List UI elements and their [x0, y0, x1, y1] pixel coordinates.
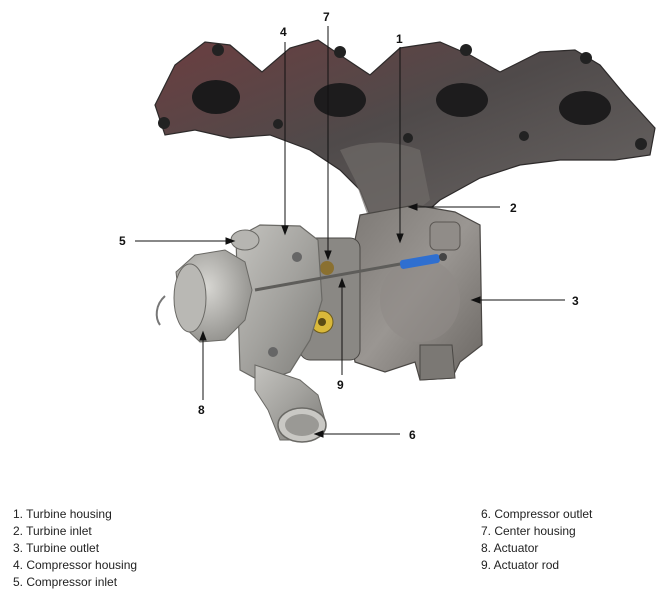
legend-item-compressor-inlet: 5. Compressor inlet: [13, 575, 118, 589]
legend-item-actuator-rod: 9. Actuator rod: [481, 558, 560, 572]
turbine-housing: [347, 204, 483, 381]
legend-item-compressor-housing: 4. Compressor housing: [13, 558, 138, 572]
callout-8: 8: [198, 403, 205, 417]
callout-labels: 1 2 3 4 5 6 7 8 9: [119, 10, 579, 442]
callout-9: 9: [337, 378, 344, 392]
callout-1: 1: [396, 32, 403, 46]
legend-item-turbine-outlet: 3. Turbine outlet: [13, 541, 100, 555]
compressor-outlet: [254, 364, 327, 443]
actuator: [155, 249, 253, 343]
legend-right-column: 6. Compressor outlet 7. Center housing 8…: [481, 506, 592, 574]
legend-left-column: 1. Turbine housing 2. Turbine inlet 3. T…: [13, 506, 137, 591]
legend-item-turbine-inlet: 2. Turbine inlet: [13, 524, 92, 538]
actuator-rod: [254, 253, 447, 292]
legend-item-center-housing: 7. Center housing: [481, 524, 576, 538]
legend-item-compressor-outlet: 6. Compressor outlet: [481, 507, 593, 521]
legend-item-actuator: 8. Actuator: [481, 541, 539, 555]
callout-3: 3: [572, 294, 579, 308]
compressor-housing: [230, 224, 323, 383]
callout-4: 4: [280, 25, 287, 39]
callout-5: 5: [119, 234, 126, 248]
leader-lines: [135, 26, 565, 438]
legend-item-turbine-housing: 1. Turbine housing: [13, 507, 112, 521]
callout-2: 2: [510, 201, 517, 215]
turbocharger-diagram: 1 2 3 4 5 6 7 8 9: [119, 10, 656, 443]
exhaust-manifold: [154, 39, 656, 231]
callout-7: 7: [323, 10, 330, 24]
callout-6: 6: [409, 428, 416, 442]
